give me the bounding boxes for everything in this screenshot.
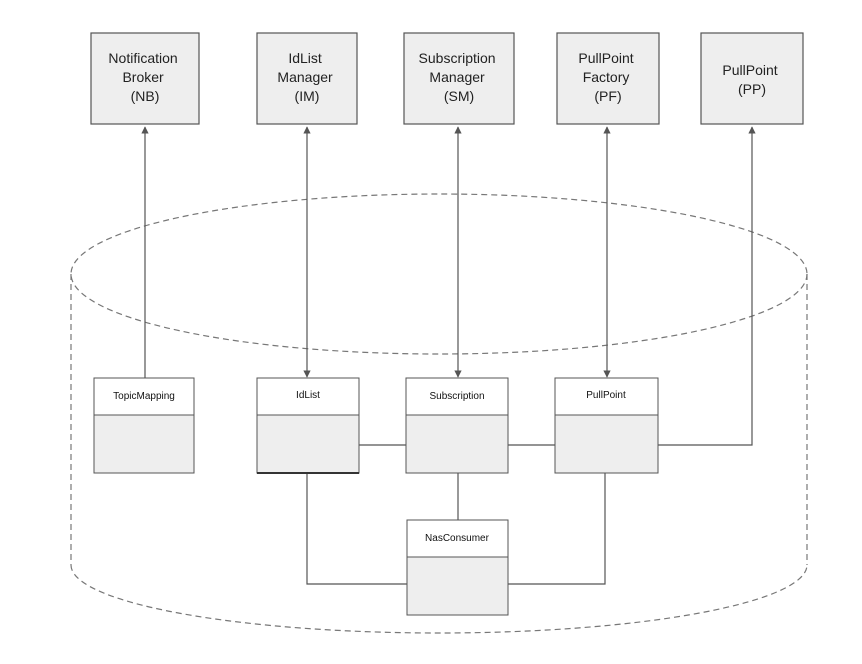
service-label-line: (PP) — [738, 81, 766, 97]
entity-body — [554, 414, 659, 474]
service-label-line: IdList — [288, 50, 322, 66]
entity-body — [256, 414, 360, 474]
entity-idlist: IdList — [256, 377, 360, 474]
service-label-line: PullPoint — [578, 50, 633, 66]
entity-header — [256, 377, 360, 416]
service-box — [256, 32, 358, 125]
service-box — [90, 32, 200, 125]
service-pp: PullPoint (PP) — [700, 32, 804, 125]
connector-pullpoint-pp — [658, 126, 756, 446]
service-label-line: Notification — [108, 50, 177, 66]
svg-text:PullPoint Factory: PullPoint Factory (PF) — [578, 50, 637, 104]
service-label-line: Broker — [122, 69, 164, 85]
entity-body — [93, 414, 195, 474]
cylinder-bottom — [70, 564, 808, 634]
entity-label: TopicMapping — [113, 391, 175, 402]
link-idlist-nasconsumer — [306, 473, 407, 585]
entity-pullpoint: PullPoint — [554, 377, 659, 474]
service-label-line: PullPoint — [722, 62, 777, 78]
service-label-line: Manager — [429, 69, 485, 85]
entity-label: IdList — [296, 390, 320, 401]
entity-header — [554, 377, 659, 416]
entity-subscription: Subscription — [405, 377, 509, 474]
link-pullpoint-nasconsumer — [508, 473, 606, 585]
service-label-line: (PF) — [594, 88, 621, 104]
service-label-line: (SM) — [444, 88, 474, 104]
entity-body — [405, 414, 509, 474]
service-box — [556, 32, 660, 125]
entity-header — [406, 519, 509, 558]
service-label-line: (NB) — [131, 88, 160, 104]
service-nb: Notification Broker (NB) — [90, 32, 200, 125]
entity-topicmapping: TopicMapping — [93, 377, 195, 474]
service-label-line: (IM) — [295, 88, 320, 104]
cylinder-top — [70, 193, 808, 355]
service-connectors — [141, 126, 756, 446]
service-im: IdList Manager (IM) — [256, 32, 358, 125]
entity-label: Subscription — [429, 391, 484, 402]
service-box — [700, 32, 804, 125]
service-box — [403, 32, 515, 125]
entity-label: PullPoint — [586, 390, 626, 401]
service-label-line: Subscription — [419, 50, 496, 66]
entity-header — [93, 377, 195, 416]
svg-text:Subscription Manager: Subscription Manager (SM) — [419, 50, 500, 104]
entity-connectors — [306, 444, 606, 585]
entity-nasconsumer: NasConsumer — [406, 519, 509, 616]
entity-header — [405, 377, 509, 416]
service-label-line: Manager — [277, 69, 333, 85]
service-label-line: Factory — [583, 69, 630, 85]
service-sm: Subscription Manager (SM) — [403, 32, 515, 125]
svg-text:IdList Manager (IM: IdList Manager (IM) — [277, 50, 336, 104]
storage-cylinder — [70, 193, 808, 634]
service-pf: PullPoint Factory (PF) — [556, 32, 660, 125]
entity-body — [406, 556, 509, 616]
svg-text:Notification Broker: Notification Broker (NB) — [108, 50, 181, 104]
svg-text:PullPoint (PP): PullPoint (PP) — [722, 62, 781, 97]
entity-label: NasConsumer — [425, 533, 490, 544]
